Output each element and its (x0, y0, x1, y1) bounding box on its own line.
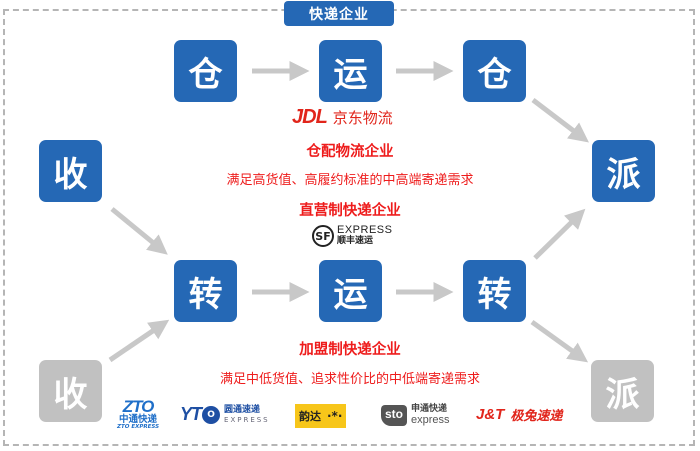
header-title: 快递企业 (284, 1, 394, 26)
node-transfer-dest: 转 (463, 260, 526, 322)
jt-logo: J&T 极兔速递 (476, 405, 562, 424)
arrow-warehouse-to-dispatch (531, 98, 589, 143)
jt-cn: 极兔速递 (510, 409, 563, 424)
node-transport-top: 运 (319, 40, 382, 102)
yto-logo: YT O 圆通速递 EXPRESS (180, 404, 270, 425)
node-warehouse-dest: 仓 (463, 40, 526, 102)
franchise-segment-title: 加盟制快递企业 (299, 342, 401, 358)
jdl-text: 京东物流 (332, 109, 393, 127)
sto-mark: sto (381, 404, 407, 426)
arrow-transfer-to-gray-dispatch (530, 319, 589, 363)
yunda-cn: 韵达 (299, 410, 321, 423)
node-collect-gray: 收 (39, 360, 102, 422)
sto-en: express (411, 414, 450, 426)
node-dispatch: 派 (592, 140, 655, 202)
sf-en: EXPRESS (337, 224, 393, 236)
arrow-collect-to-transfer (110, 207, 168, 255)
zto-cn: 中通快递 (119, 414, 158, 425)
sf-express-logo: SF EXPRESS 顺丰速运 (312, 225, 392, 247)
franchise-segment-desc: 满足中低货值、追求性价比的中低端寄递需求 (219, 372, 480, 387)
sto-cn: 申通快递 (411, 404, 448, 414)
node-collect: 收 (39, 140, 102, 202)
zto-en: ZTO EXPRESS (117, 423, 160, 430)
yunda-logo: 韵达 ·*· (295, 404, 347, 428)
yto-cn: 圆通速递 (224, 404, 261, 415)
zto-mark: ZTO (122, 397, 155, 416)
sto-logo: sto 申通快递 express (381, 404, 450, 426)
arrow-transfer-to-dispatch (533, 208, 586, 260)
arrow-gray-collect-to-transfer (108, 319, 170, 363)
jdl-logo: JDL 京东物流 (292, 106, 393, 129)
yunda-smile-icon: ·*· (327, 409, 343, 423)
node-transport-middle: 运 (319, 260, 382, 322)
yto-en: EXPRESS (224, 415, 270, 424)
warehouse-segment-desc: 满足高货值、高履约标准的中高端寄递需求 (226, 173, 474, 188)
sf-cn: 顺丰速运 (337, 236, 374, 246)
yto-mark: YT (180, 404, 202, 424)
node-warehouse-origin: 仓 (174, 40, 237, 102)
zto-logo: ZTO 中通快递 ZTO EXPRESS (117, 398, 159, 430)
jt-mark: J&T (476, 406, 505, 423)
direct-segment-title: 直营制快递企业 (299, 203, 401, 219)
node-transfer-origin: 转 (174, 260, 237, 322)
yto-runner-icon: O (202, 405, 221, 424)
jdl-mark: JDL (292, 106, 328, 128)
node-dispatch-gray: 派 (591, 360, 654, 422)
sf-mark: SF (312, 225, 334, 247)
warehouse-segment-title: 仓配物流企业 (306, 144, 394, 160)
